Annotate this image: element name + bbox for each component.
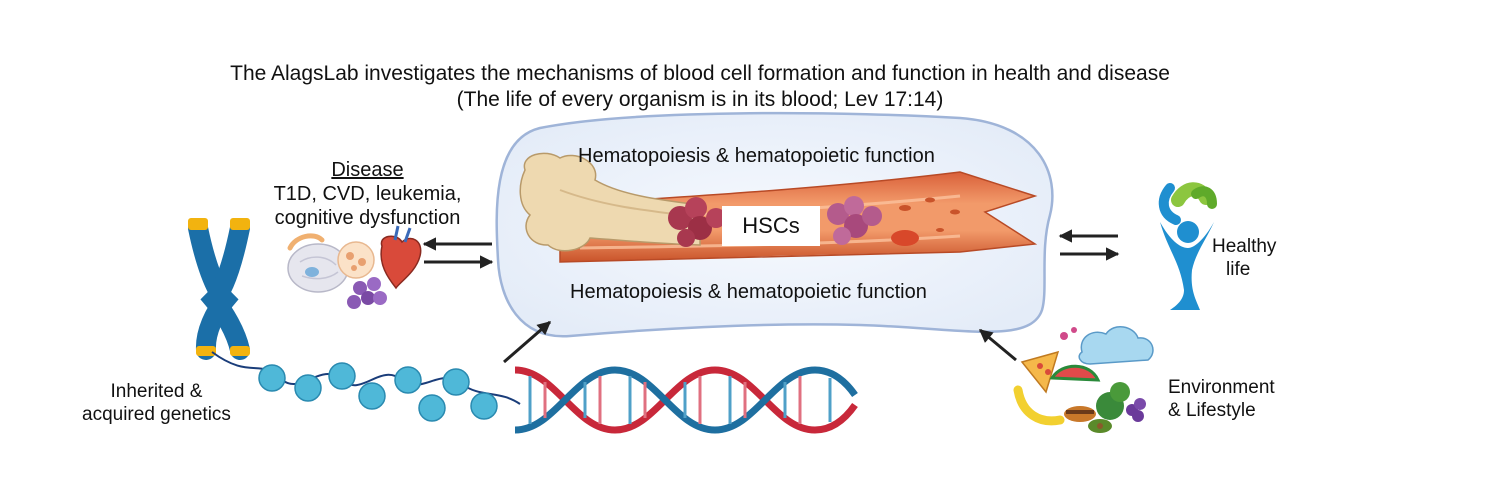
header-subtitle: (The life of every organism is in its bl… [456,88,944,111]
environment-line-2: & Lifestyle [1168,399,1256,421]
hematopoiesis-label-bottom: Hematopoiesis & hematopoietic function [570,281,927,303]
chromatin-nucleosomes [211,351,521,422]
chromosome-icon [188,218,250,360]
healthy-line-1: Healthy [1212,236,1277,257]
genetics-label: Inherited & acquired genetics [82,381,231,427]
environment-line-1: Environment [1168,377,1275,398]
arrows [422,229,1120,364]
stem-cell-cluster-left [668,197,726,247]
environment-lifestyle-label: Environment & Lifestyle [1168,377,1275,423]
disease-label-block: Disease T1D, CVD, leukemia, cognitive dy… [250,158,485,230]
healthy-person-icon [1158,182,1217,310]
arrow-environment-to-blob [978,328,1017,362]
food-lifestyle-icon [1013,326,1154,433]
hsc-label-box: HSCs [722,206,820,246]
disease-list-line-2: cognitive dysfunction [274,207,461,229]
healthy-line-2: life [1226,258,1251,280]
header-title: The AlagsLab investigates the mechanisms… [230,62,1170,85]
genetics-line-2: acquired genetics [82,403,231,425]
genetics-line-1: Inherited & [110,381,203,402]
disease-organs-icon [287,225,422,309]
stem-cell-cluster-right [827,196,919,246]
hematopoiesis-label-top: Hematopoiesis & hematopoietic function [578,145,935,167]
dna-helix [514,366,858,434]
disease-heading: Disease [331,159,404,181]
healthy-life-label: Healthy life [1212,236,1276,282]
arrow-genetics-to-blob [503,320,552,364]
hsc-label: HSCs [742,213,800,238]
disease-list-line-1: T1D, CVD, leukemia, [273,183,462,205]
